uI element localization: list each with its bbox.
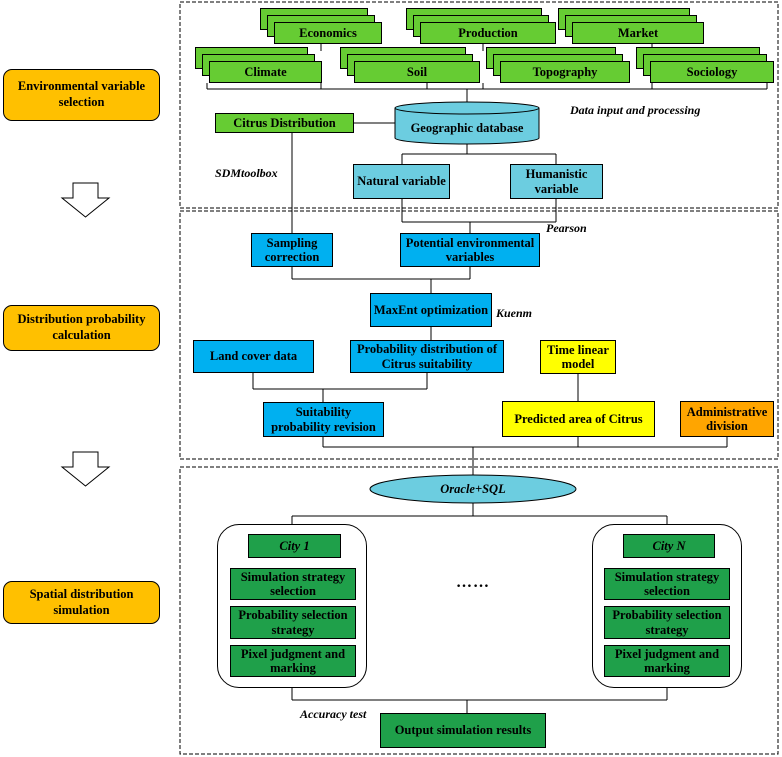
source-stack-sociology: Sociology [636, 47, 774, 83]
city-ellipsis: …… [456, 574, 490, 591]
geographic-database-cylinder [394, 101, 540, 145]
suitability-probability-revision-box: Suitability probability revision [263, 402, 384, 437]
annotation-kuenm: Kuenm [496, 306, 533, 320]
city-n-title: City N [623, 534, 715, 558]
city-n-pixel-judgment: Pixel judgment and marking [604, 645, 730, 677]
humanistic-variable-box: Humanistic variable [510, 164, 603, 199]
potential-environmental-variables-box: Potential environmental variables [400, 233, 540, 267]
city-1-simulation-strategy: Simulation strategy selection [230, 568, 356, 600]
annotation-pearson: Pearson [546, 221, 587, 235]
annotation-sdmtoolbox: SDMtoolbox [215, 166, 278, 180]
source-production: Production [420, 22, 556, 44]
city-1-title: City 1 [248, 534, 341, 558]
source-stack-economics: Economics [260, 8, 382, 44]
source-stack-market: Market [558, 8, 704, 44]
source-topography: Topography [500, 61, 630, 83]
probability-distribution-box: Probability distribution of Citrus suita… [350, 340, 504, 373]
natural-variable-box: Natural variable [353, 164, 450, 199]
stage-spatial-distribution-simulation: Spatial distribution simulation [3, 581, 160, 624]
stage-environmental-variable-selection: Environmental variable selection [3, 69, 160, 121]
annotation-accuracy-test: Accuracy test [300, 707, 367, 721]
source-economics: Economics [274, 22, 382, 44]
source-sociology: Sociology [650, 61, 774, 83]
geographic-database-label: Geographic database [410, 120, 524, 135]
city-1-pixel-judgment: Pixel judgment and marking [230, 645, 356, 677]
source-climate: Climate [209, 61, 322, 83]
city-n-probability-selection: Probability selection strategy [604, 606, 730, 639]
oracle-sql-ellipse [369, 474, 577, 504]
source-soil: Soil [354, 61, 480, 83]
time-linear-model-box: Time linear model [540, 340, 616, 374]
city-1-probability-selection: Probability selection strategy [230, 606, 356, 639]
predicted-area-box: Predicted area of Citrus [502, 401, 655, 437]
citrus-distribution-box: Citrus Distribution [215, 113, 354, 133]
source-stack-topography: Topography [486, 47, 630, 83]
section-frame-3 [179, 466, 779, 755]
administrative-division-box: Administrative division [680, 401, 774, 437]
source-market: Market [572, 22, 704, 44]
section-frame-2 [179, 210, 779, 460]
oracle-sql-label: Oracle+SQL [440, 481, 506, 496]
stage-arrow-2 [60, 451, 111, 487]
city-n-simulation-strategy: Simulation strategy selection [604, 568, 730, 600]
maxent-optimization-box: MaxEnt optimization [370, 293, 492, 327]
stage-arrow-1 [60, 182, 111, 218]
output-simulation-results-box: Output simulation results [380, 713, 546, 748]
source-stack-soil: Soil [340, 47, 480, 83]
source-stack-climate: Climate [195, 47, 322, 83]
annotation-data-input: Data input and processing [570, 103, 701, 117]
stage-distribution-probability-calculation: Distribution probability calculation [3, 305, 160, 351]
source-stack-production: Production [406, 8, 556, 44]
land-cover-data-box: Land cover data [193, 340, 314, 373]
sampling-correction-box: Sampling correction [251, 233, 333, 267]
